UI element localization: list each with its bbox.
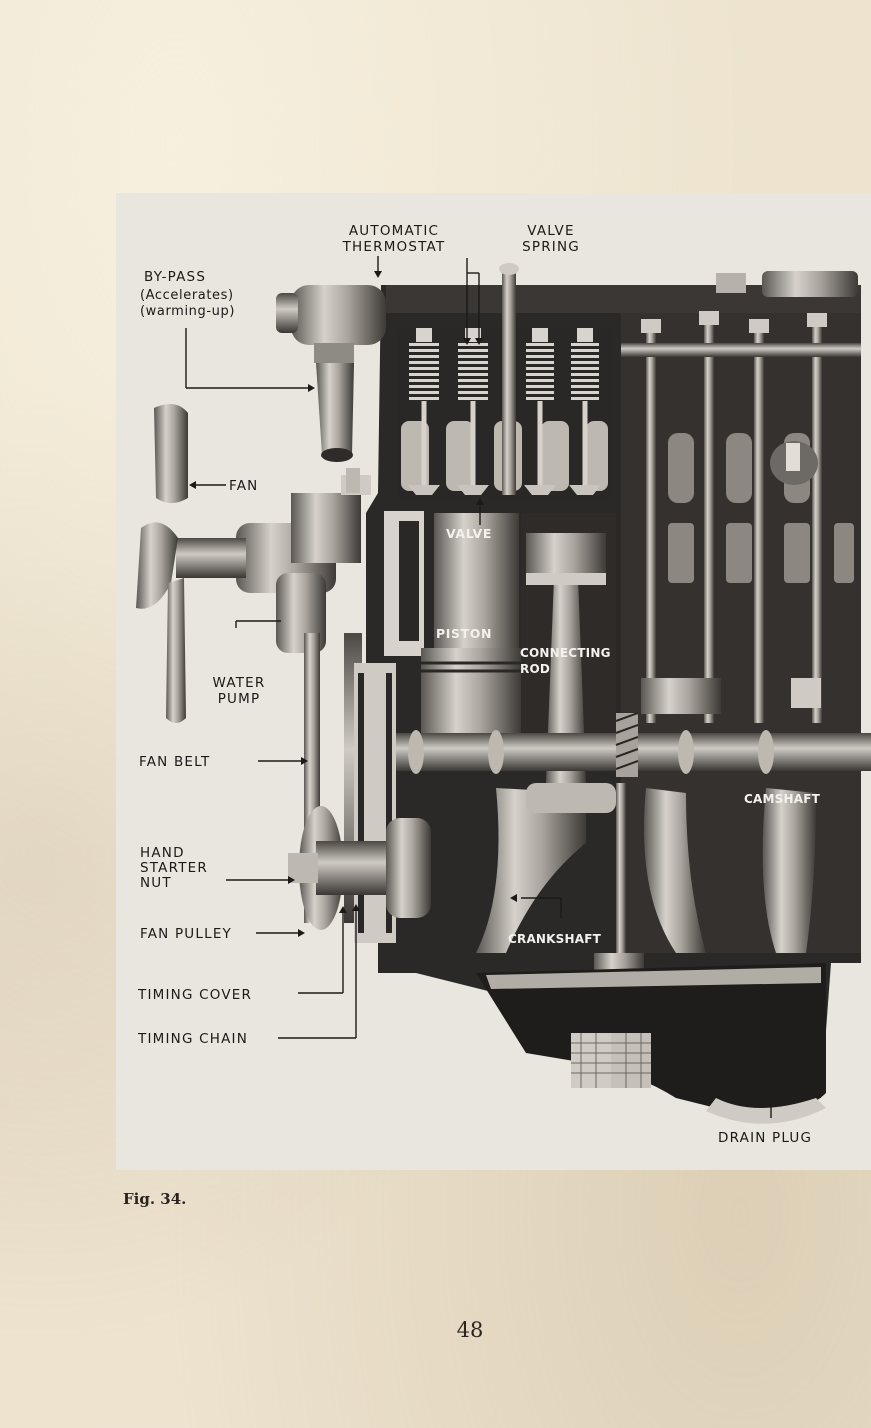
- engine-cutaway-figure: AUTOMATIC THERMOSTAT VALVE SPRING BY-PAS…: [116, 193, 871, 1170]
- label-valve: VALVE: [446, 526, 492, 541]
- label-fan-pulley: FAN PULLEY: [140, 926, 232, 942]
- label-fan-belt: FAN BELT: [139, 754, 211, 770]
- label-piston: PISTON: [436, 626, 493, 641]
- label-drain-plug: DRAIN PLUG: [718, 1130, 813, 1146]
- figure-caption: Fig. 34.: [123, 1190, 187, 1208]
- engine-cutaway-drawing: [136, 256, 871, 1124]
- page-number: 48: [456, 1318, 484, 1342]
- label-crankshaft: CRANKSHAFT: [508, 932, 602, 946]
- label-fan: FAN: [229, 478, 259, 494]
- label-camshaft: CAMSHAFT: [744, 792, 820, 806]
- label-hand-starter-nut: HAND STARTER NUT: [140, 845, 208, 891]
- label-by-pass-note: (Accelerates) (warming-up): [140, 288, 236, 319]
- label-connecting-rod: CONNECTING ROD: [520, 646, 611, 676]
- label-timing-cover: TIMING COVER: [138, 987, 253, 1003]
- label-valve-spring: VALVE SPRING: [522, 223, 580, 255]
- label-automatic-thermostat: AUTOMATIC THERMOSTAT: [342, 223, 446, 255]
- label-water-pump: WATER PUMP: [212, 675, 266, 707]
- label-by-pass: BY-PASS: [144, 269, 207, 285]
- label-timing-chain: TIMING CHAIN: [138, 1031, 249, 1047]
